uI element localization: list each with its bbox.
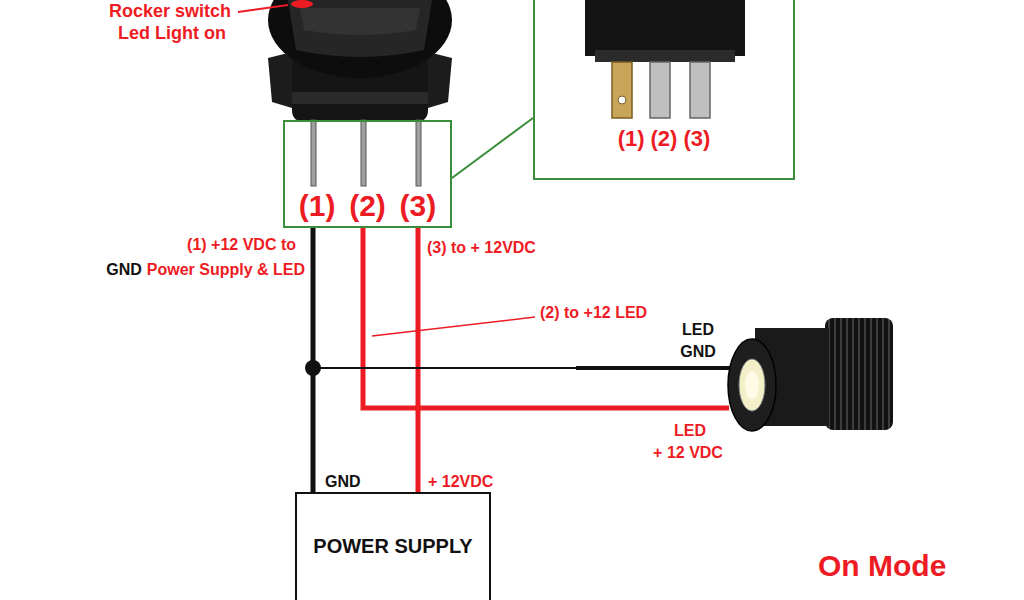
mode-title: On Mode bbox=[818, 548, 946, 584]
terminal-hole bbox=[618, 96, 626, 104]
switch-base bbox=[595, 50, 735, 62]
power-supply-box: POWER SUPPLY bbox=[295, 492, 491, 600]
wire-label: (3) to + 12VDC bbox=[427, 238, 536, 257]
leader-line bbox=[238, 5, 288, 12]
switch-clip bbox=[268, 52, 292, 108]
terminal-label: GND bbox=[325, 472, 361, 491]
switch-led bbox=[291, 0, 313, 8]
switch-underside bbox=[585, 0, 745, 56]
inset-link bbox=[452, 118, 533, 178]
switch-pin bbox=[311, 120, 316, 186]
leader-line bbox=[372, 317, 535, 336]
led-gnd-wire bbox=[313, 367, 578, 369]
pin-number: (3) bbox=[683, 126, 710, 152]
terminal-label: LED bbox=[682, 320, 714, 339]
switch-clip bbox=[428, 52, 452, 108]
terminal-tab bbox=[650, 62, 670, 118]
terminal-tab bbox=[612, 62, 632, 118]
pin-number: (1) bbox=[618, 126, 645, 152]
led-nut bbox=[825, 318, 893, 430]
rocker-highlight bbox=[300, 8, 420, 35]
led-glow bbox=[745, 371, 759, 399]
switch-band bbox=[292, 92, 428, 104]
switch-rocker bbox=[288, 0, 432, 57]
wire-label: (2) to +12 LED bbox=[540, 303, 647, 322]
pin-number: (2) bbox=[349, 188, 386, 224]
pin-number: (1) bbox=[299, 188, 336, 224]
switch-pin bbox=[416, 120, 421, 186]
switch-pin bbox=[361, 120, 366, 186]
callout-text: Rocker switch bbox=[109, 1, 231, 23]
callout-text: Led Light on bbox=[118, 23, 226, 45]
led-plus-wire bbox=[363, 228, 729, 408]
inset-box: (1)(2)(3) bbox=[533, 0, 795, 180]
led-lens bbox=[739, 359, 765, 411]
led-face bbox=[728, 339, 776, 431]
wire-label: (1) +12 VDC to bbox=[187, 235, 296, 254]
component-name: POWER SUPPLY bbox=[313, 534, 472, 558]
pin-number: (2) bbox=[651, 126, 678, 152]
pin-box: (1) (2) (3) bbox=[283, 120, 452, 228]
terminal-tab bbox=[690, 62, 710, 118]
wire-label: Power Supply & LED bbox=[147, 260, 305, 279]
terminal-label: GND bbox=[680, 342, 716, 361]
plus-wire bbox=[416, 228, 421, 492]
wire-label: GND bbox=[106, 260, 142, 279]
switch-bezel bbox=[268, 0, 452, 78]
terminal-label: LED bbox=[674, 421, 706, 440]
terminal-label: + 12VDC bbox=[428, 472, 493, 491]
pin-number: (3) bbox=[400, 188, 437, 224]
terminal-label: + 12 VDC bbox=[653, 443, 723, 462]
led-gnd-lead bbox=[576, 366, 731, 370]
junction-dot bbox=[305, 360, 321, 376]
